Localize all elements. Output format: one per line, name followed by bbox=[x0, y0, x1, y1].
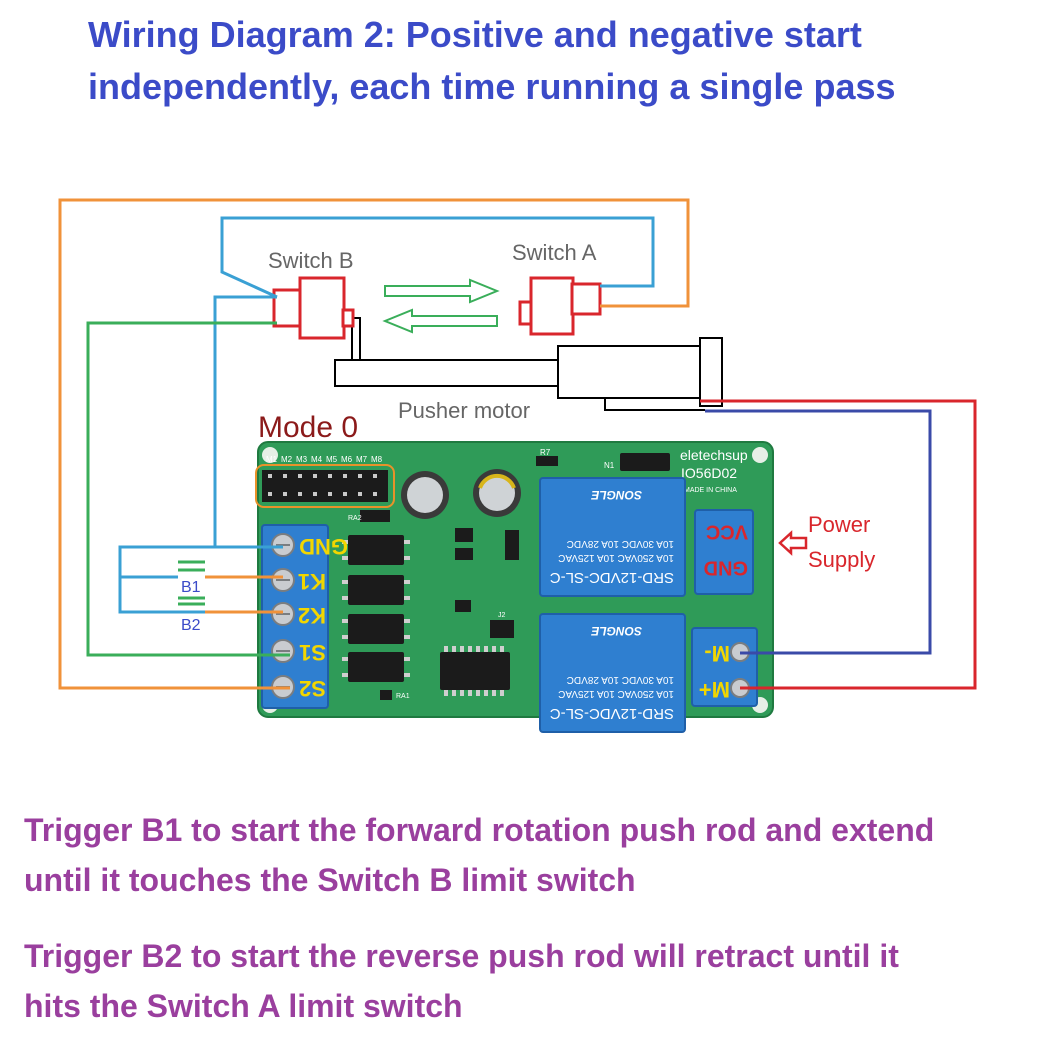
power-terminal-block[interactable]: VCC GND bbox=[694, 509, 754, 595]
terminal-label-power-gnd: GND bbox=[704, 557, 748, 579]
terminal-label-k2: K2 bbox=[298, 603, 326, 628]
power-supply-label: Supply bbox=[808, 547, 875, 572]
terminal-label-m-plus: M+ bbox=[699, 677, 730, 702]
relay-board: M1 M2 M3 M4 M5 M6 M7 M8 R7 N1 eletechsup… bbox=[255, 441, 774, 733]
board-model: IO56D02 bbox=[681, 465, 737, 481]
wires bbox=[58, 198, 977, 690]
relay-top: SRD-12VDC-SL-C 10A 250VAC 10A 125VAC 10A… bbox=[539, 477, 686, 597]
jumper-pin-label: M3 bbox=[296, 455, 308, 464]
switch-a bbox=[518, 276, 602, 336]
button-b1[interactable] bbox=[178, 560, 205, 572]
relay-bottom: SRD-12VDC-SL-C 10A 250VAC 10A 125VAC 10A… bbox=[539, 613, 686, 733]
arrow-left-icon bbox=[382, 308, 498, 334]
relay-rating: 10A 250VAC 10A 125VAC bbox=[558, 552, 674, 563]
power-supply-label: Power bbox=[808, 512, 870, 537]
input-terminal-labels: GND K1 K2 S1 S2 bbox=[298, 534, 348, 701]
mode-label: Mode 0 bbox=[258, 411, 358, 444]
terminal-label-k1: K1 bbox=[298, 569, 326, 594]
jumper-pin-label: M6 bbox=[341, 455, 353, 464]
switch-b bbox=[272, 276, 355, 340]
switch-b-label: Switch B bbox=[268, 248, 354, 273]
board-made-in: MADE IN CHINA bbox=[684, 487, 737, 494]
motor-terminal-block[interactable]: M- M+ bbox=[691, 627, 758, 707]
diagram-title-line-1: Wiring Diagram 2: Positive and negative … bbox=[88, 14, 862, 55]
jumper-pin-label: M5 bbox=[326, 455, 338, 464]
relay-rating: 10A 30VDC 10A 28VDC bbox=[567, 538, 674, 549]
component-label: RA2 bbox=[348, 515, 362, 522]
terminal-label-vcc: VCC bbox=[706, 521, 748, 543]
relay-model: SRD-12VDC-SL-C bbox=[550, 705, 674, 722]
relay-rating: 10A 30VDC 10A 28VDC bbox=[567, 674, 674, 685]
capacitors bbox=[401, 469, 521, 519]
arrow-right-icon bbox=[384, 278, 500, 304]
description-line-2: until it touches the Switch B limit swit… bbox=[24, 862, 636, 898]
pusher-motor bbox=[334, 317, 723, 411]
relay-model: SRD-12VDC-SL-C bbox=[550, 569, 674, 586]
jumper-pin-label: M2 bbox=[281, 455, 293, 464]
diagram-title-line-2: independently, each time running a singl… bbox=[88, 66, 896, 107]
component-label: J2 bbox=[498, 612, 506, 619]
terminal-label-s2: S2 bbox=[299, 676, 326, 701]
terminal-label-m-minus: M- bbox=[704, 641, 730, 666]
button-b2[interactable] bbox=[178, 596, 205, 606]
jumper-pin-label: M1 bbox=[266, 455, 278, 464]
relay-rating: 10A 250VAC 10A 125VAC bbox=[558, 688, 674, 699]
description-line-1: Trigger B1 to start the forward rotation… bbox=[24, 812, 935, 848]
board-brand: eletechsup bbox=[680, 447, 748, 463]
description-line-3: Trigger B2 to start the reverse push rod… bbox=[24, 938, 899, 974]
jumper-pin-label: M7 bbox=[356, 455, 368, 464]
component-label: RA1 bbox=[396, 693, 410, 700]
button-b1-label: B1 bbox=[181, 579, 201, 596]
jumper-pin-label: M8 bbox=[371, 455, 383, 464]
jumper-pin-label: M4 bbox=[311, 455, 323, 464]
terminal-label-gnd: GND bbox=[299, 534, 348, 559]
pusher-motor-label: Pusher motor bbox=[398, 398, 530, 423]
terminal-label-s1: S1 bbox=[299, 640, 326, 665]
button-b2-label: B2 bbox=[181, 617, 201, 634]
description-line-4: hits the Switch A limit switch bbox=[24, 988, 463, 1024]
component-label: R7 bbox=[540, 448, 551, 457]
switch-a-label: Switch A bbox=[512, 240, 597, 265]
relay-brand: SONGLE bbox=[590, 488, 642, 502]
optocouplers bbox=[348, 535, 404, 682]
arrow-left-icon bbox=[778, 530, 808, 556]
jumper-header[interactable]: M1 M2 M3 M4 M5 M6 M7 M8 bbox=[255, 455, 395, 508]
relay-brand: SONGLE bbox=[590, 624, 642, 638]
component-label: N1 bbox=[604, 461, 615, 470]
ic-chip bbox=[440, 646, 510, 696]
